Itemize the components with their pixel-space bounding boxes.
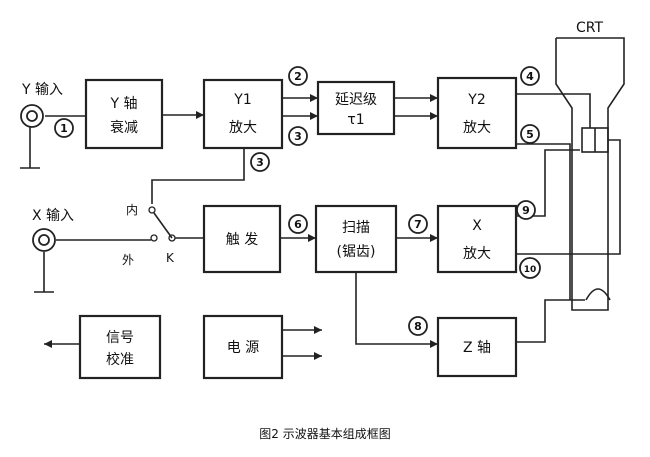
figure-caption: 图2 示波器基本组成框图 [259,427,390,441]
crt-label: CRT [576,20,603,36]
y1-amplifier-line-1: Y1 [233,92,251,108]
x-amplifier-line-1: X [472,218,482,234]
sweep-line-2: (锯齿) [337,244,376,260]
power-label: 电 源 [227,340,259,356]
calibration-line-1: 信号 [106,330,134,346]
delay-line-1: 延迟级 [335,92,377,108]
svg-text:6: 6 [294,218,302,231]
block-z-axis: Z 轴 [436,316,518,378]
block-power: 电 源 [202,314,284,380]
x-input-connector [32,228,56,252]
svg-text:3: 3 [256,156,264,169]
test-point: 9 [516,200,536,220]
block-sweep: 扫描 (锯齿) [314,204,398,274]
svg-text:7: 7 [414,218,422,231]
y-attenuator-line-2: 衰减 [110,119,138,136]
test-point: 3 [288,126,308,146]
block-x-amplifier: X 放大 [436,204,518,274]
wires [20,93,621,360]
y-input-connector [20,104,44,128]
test-point: 8 [408,316,428,336]
block-y1-amplifier: Y1 放大 [202,78,284,150]
x-input-label: X 输入 [32,208,74,224]
block-calibration: 信号 校准 [78,314,162,380]
test-point: 6 [288,214,308,234]
svg-text:4: 4 [526,70,534,83]
test-point: 10 [519,257,541,279]
y1-amplifier-line-2: 放大 [229,120,257,136]
svg-text:5: 5 [526,128,534,141]
svg-text:3: 3 [294,130,302,143]
block-trigger: 触 发 [202,204,282,274]
switch-internal-label: 内 [126,203,138,217]
block-y-attenuator: Y 轴 衰减 [84,78,164,150]
test-point: 7 [408,214,428,234]
block-delay: 延迟级 τ1 [316,80,396,136]
svg-text:1: 1 [60,122,68,135]
test-point: 5 [520,124,540,144]
svg-text:8: 8 [414,320,422,333]
test-point: 4 [520,66,540,86]
switch-external-label: 外 [122,253,134,267]
sweep-line-1: 扫描 [342,220,370,236]
x-amplifier-line-2: 放大 [463,246,491,262]
test-point: 1 [54,118,74,138]
y2-amplifier-line-1: Y2 [467,92,485,108]
test-point: 2 [288,66,308,86]
crt-tube: CRT [555,20,625,311]
svg-text:9: 9 [522,204,530,217]
svg-text:2: 2 [294,70,302,83]
z-axis-label: Z 轴 [463,340,491,356]
trigger-label: 触 发 [226,232,258,248]
svg-text:10: 10 [524,265,537,275]
calibration-line-2: 校准 [106,351,134,368]
y-input-label: Y 输入 [21,82,63,98]
switch-k-label: K [166,251,175,265]
block-y2-amplifier: Y2 放大 [436,76,518,150]
y-attenuator-line-1: Y 轴 [109,96,137,112]
y2-amplifier-line-2: 放大 [463,120,491,136]
test-point: 3 [250,152,270,172]
delay-line-2: τ1 [347,112,364,128]
